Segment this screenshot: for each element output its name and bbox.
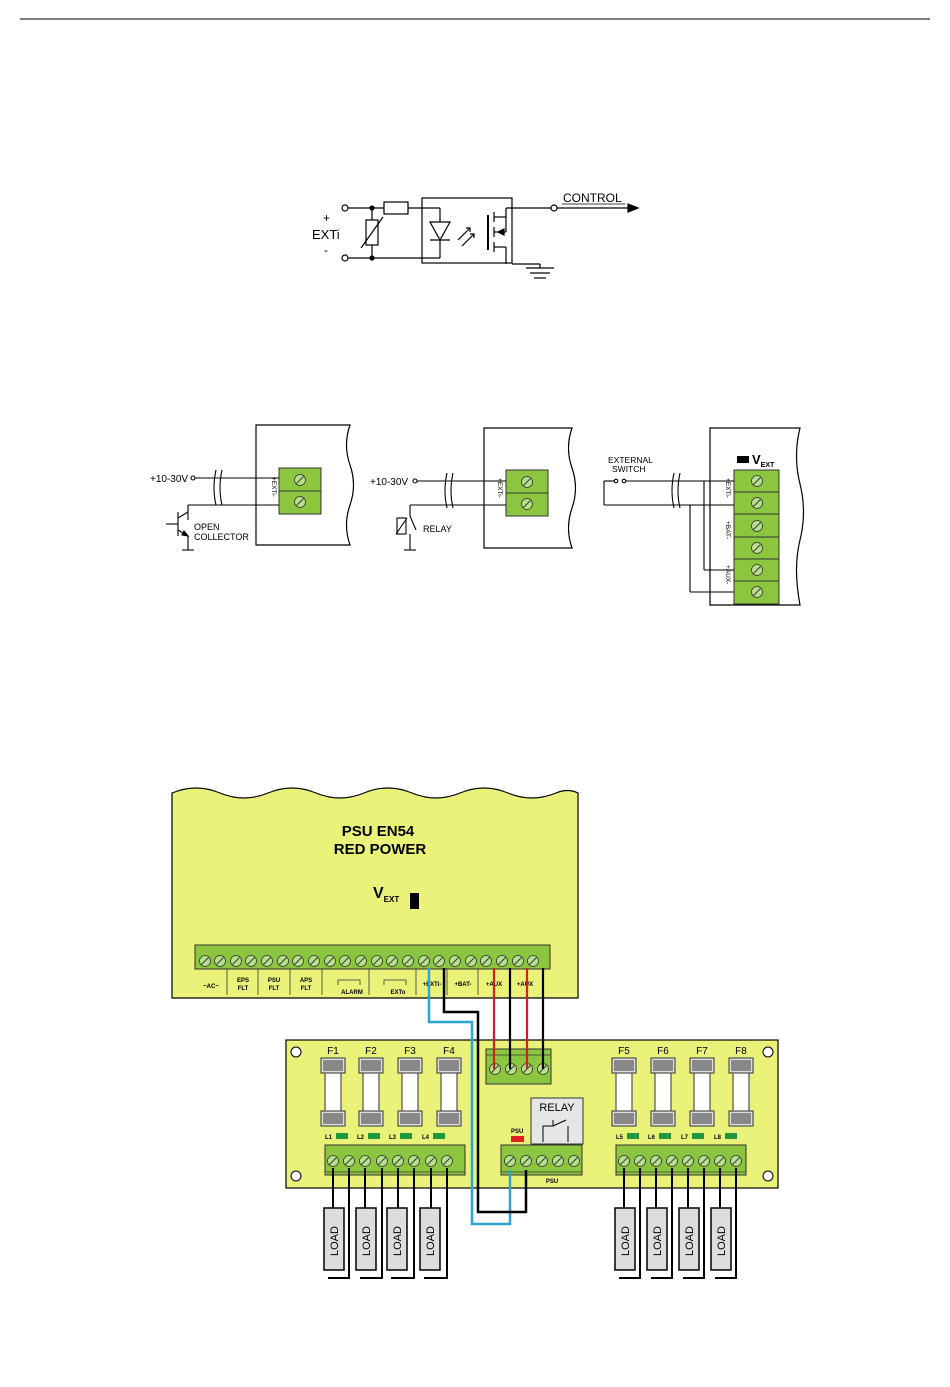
opto-minus-label: - xyxy=(324,243,328,257)
svg-text:EXTo: EXTo xyxy=(391,990,406,996)
opto-plus-label: + xyxy=(323,211,330,225)
svg-text:L3: L3 xyxy=(389,1135,397,1141)
svg-text:L6: L6 xyxy=(648,1135,656,1141)
svg-text:FLT: FLT xyxy=(238,986,249,992)
ex2-voltage: +10-30V xyxy=(370,477,408,488)
load-boxes xyxy=(324,1208,731,1270)
psu-subtitle: RED POWER xyxy=(334,841,427,858)
svg-text:LOAD: LOAD xyxy=(329,1226,341,1256)
svg-text:F4: F4 xyxy=(443,1046,455,1057)
svg-text:LOAD: LOAD xyxy=(425,1226,437,1256)
ex3-term-bat: +BAT- xyxy=(724,521,731,539)
svg-text:LOAD: LOAD xyxy=(652,1226,664,1256)
svg-text:PSU: PSU xyxy=(268,978,280,984)
svg-text:F1: F1 xyxy=(327,1046,339,1057)
svg-text:F6: F6 xyxy=(657,1046,669,1057)
svg-text:LOAD: LOAD xyxy=(716,1226,728,1256)
ex3-term-aux: +AUX- xyxy=(724,565,731,584)
svg-text:FLT: FLT xyxy=(269,986,280,992)
svg-text:LOAD: LOAD xyxy=(620,1226,632,1256)
svg-text:F3: F3 xyxy=(404,1046,416,1057)
ex3-switch-label: SWITCH xyxy=(612,464,646,474)
distribution-board xyxy=(286,1040,778,1188)
svg-text:FLT: FLT xyxy=(301,986,312,992)
svg-text:~AC~: ~AC~ xyxy=(203,984,219,990)
svg-text:+BAT-: +BAT- xyxy=(454,982,471,988)
svg-text:EPS: EPS xyxy=(237,978,249,984)
svg-text:L4: L4 xyxy=(422,1135,430,1141)
ex1-voltage: +10-30V xyxy=(150,474,188,485)
psu-terminal-label: PSU xyxy=(546,1179,558,1185)
psu-title: PSU EN54 xyxy=(342,823,415,840)
opto-schematic xyxy=(342,198,638,278)
ex1-terminal-label: +EXTi- xyxy=(270,477,277,497)
svg-text:F7: F7 xyxy=(696,1046,708,1057)
ex1-collector-label: COLLECTOR xyxy=(194,532,249,542)
svg-text:L5: L5 xyxy=(616,1135,624,1141)
svg-text:L2: L2 xyxy=(357,1135,365,1141)
svg-text:+AUX: +AUX xyxy=(517,982,533,988)
svg-text:F8: F8 xyxy=(735,1046,747,1057)
svg-text:ALARM: ALARM xyxy=(341,990,363,996)
svg-text:F5: F5 xyxy=(618,1046,630,1057)
opto-exti-label: EXTi xyxy=(312,227,340,242)
svg-text:L8: L8 xyxy=(714,1135,722,1141)
ex2-terminal-label: +EXTi- xyxy=(496,478,503,498)
svg-text:L1: L1 xyxy=(325,1135,333,1141)
psu-led xyxy=(511,1136,524,1142)
opto-control-label: CONTROL xyxy=(563,191,622,205)
ex1-open-label: OPEN xyxy=(194,522,220,532)
ex2-relay-label: RELAY xyxy=(423,524,452,534)
svg-text:LOAD: LOAD xyxy=(684,1226,696,1256)
svg-text:LOAD: LOAD xyxy=(392,1226,404,1256)
svg-text:F2: F2 xyxy=(365,1046,377,1057)
ex3-term-exti: +EXTi- xyxy=(724,478,731,498)
relay-label: RELAY xyxy=(539,1102,575,1114)
svg-text:APS: APS xyxy=(300,978,312,984)
psu-led-label: PSU xyxy=(511,1129,523,1135)
svg-text:L7: L7 xyxy=(681,1135,689,1141)
svg-text:LOAD: LOAD xyxy=(361,1226,373,1256)
svg-text:+EXTi-: +EXTi- xyxy=(423,982,442,988)
